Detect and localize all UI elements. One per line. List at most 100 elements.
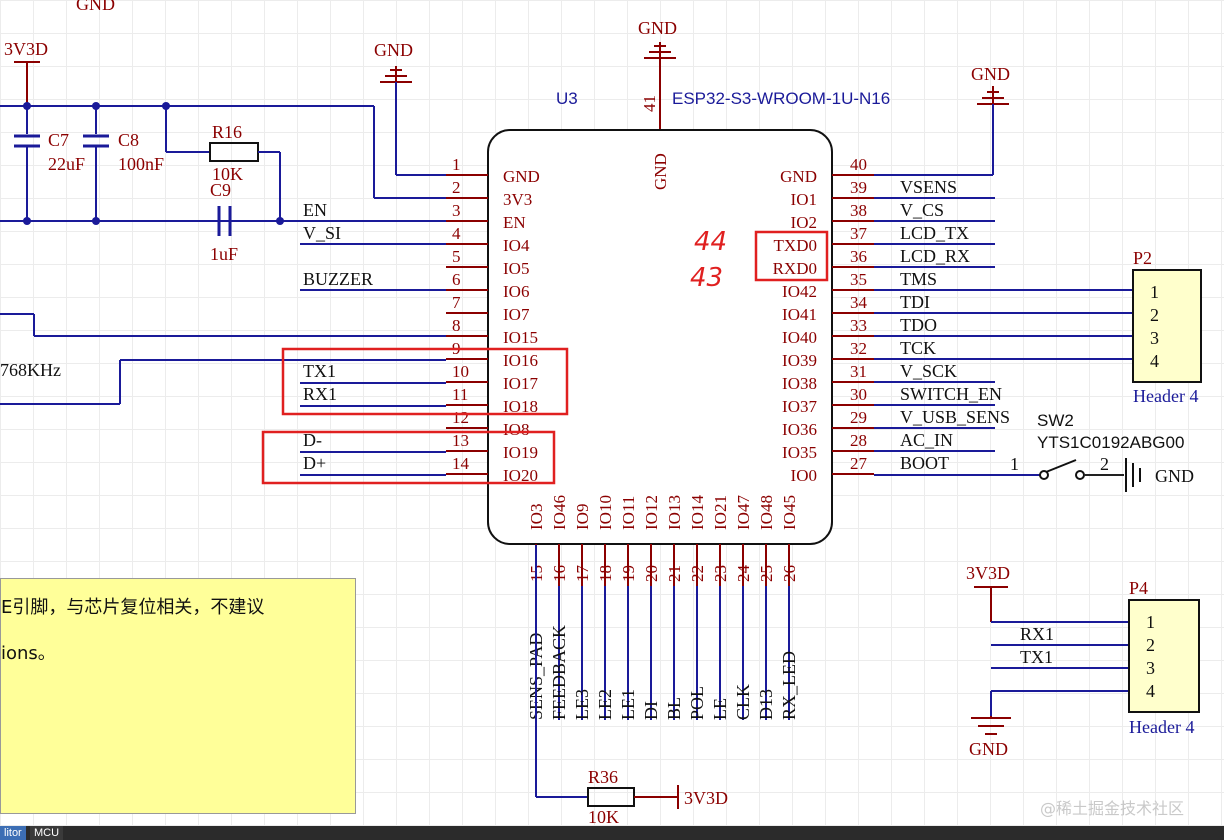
sw2-gnd-label: GND — [1155, 466, 1194, 486]
gnd-symbol-pin40 — [874, 86, 1009, 176]
p2-name: Header 4 — [1133, 386, 1198, 406]
p4-header-body[interactable] — [1128, 599, 1200, 713]
p2-pin-number: 4 — [1150, 351, 1159, 371]
left-pin-name: IO17 — [503, 374, 538, 393]
bottom-pin-name: IO13 — [665, 495, 684, 530]
bottom-pin-name: IO3 — [527, 504, 546, 530]
p4-name: Header 4 — [1129, 717, 1194, 737]
right-pin-number: 40 — [850, 155, 867, 174]
right-net-label: TDI — [900, 292, 930, 312]
vcc-label-r36: 3V3D — [684, 788, 728, 808]
r16-value: 10K — [212, 164, 243, 184]
gnd-symbol-pin1 — [380, 66, 446, 176]
left-net-label: EN — [303, 200, 327, 220]
bottom-net-label: POL — [687, 686, 707, 720]
right-pin-name: IO39 — [782, 351, 817, 370]
u3-bottom-pins: 15IO3SENS_PAD16IO46FEEDBACK17IO9LE318IO1… — [526, 495, 799, 720]
bottom-net-label: BL — [664, 697, 684, 720]
bottom-net-label: DI — [641, 701, 661, 720]
right-net-label: TMS — [900, 269, 937, 289]
bottom-pin-number: 25 — [757, 565, 776, 582]
right-net-label: V_USB_SENS — [900, 407, 1010, 427]
right-pin-number: 31 — [850, 362, 867, 381]
left-pin-name: IO16 — [503, 351, 538, 370]
right-pin-name: RXD0 — [773, 259, 817, 278]
switch-sw2[interactable] — [874, 458, 1141, 492]
right-net-label: V_CS — [900, 200, 944, 220]
c9-ref: C9 — [210, 180, 231, 200]
p4-pin-number: 1 — [1146, 612, 1155, 632]
highlight-box-uart0 — [754, 230, 829, 282]
bottom-net-label: LE1 — [618, 689, 638, 720]
left-pin-name: IO4 — [503, 236, 530, 255]
right-net-label: BOOT — [900, 453, 949, 473]
bottom-pin-number: 26 — [780, 565, 799, 582]
left-pin-name: IO19 — [503, 443, 538, 462]
gnd-symbol-p4 — [971, 716, 1011, 735]
right-net-label: AC_IN — [900, 430, 953, 450]
u3-right-pins: 40GND39IO1VSENS38IO2V_CS37TXD0LCD_TX36RX… — [773, 155, 1133, 485]
bottom-pin-name: IO12 — [642, 495, 661, 530]
tab-editor[interactable]: litor — [0, 826, 26, 840]
left-pin-number: 6 — [452, 270, 461, 289]
bottom-pin-name: IO48 — [757, 495, 776, 530]
bottom-pin-name: IO47 — [734, 495, 753, 530]
resistor-r36[interactable] — [535, 545, 679, 809]
left-net-label: BUZZER — [303, 269, 373, 289]
bottom-pin-name: IO46 — [550, 495, 569, 530]
bottom-pin-name: IO10 — [596, 495, 615, 530]
left-pin-number: 13 — [452, 431, 469, 450]
right-pin-number: 39 — [850, 178, 867, 197]
right-pin-number: 28 — [850, 431, 867, 450]
tab-mcu[interactable]: MCU — [30, 826, 64, 840]
left-net-label: D- — [303, 430, 322, 450]
right-pin-number: 37 — [850, 224, 868, 243]
note-box[interactable]: E引脚，与芯片复位相关，不建议 ions。 — [0, 578, 356, 814]
right-net-label: TDO — [900, 315, 937, 335]
right-pin-number: 29 — [850, 408, 867, 427]
p4-pin-number: 3 — [1146, 658, 1155, 678]
left-pin-name: IO18 — [503, 397, 538, 416]
left-pin-number: 2 — [452, 178, 461, 197]
left-pin-name: 3V3 — [503, 190, 532, 209]
highlight-box-tx1-rx1 — [281, 347, 569, 416]
right-pin-name: TXD0 — [774, 236, 817, 255]
left-pin-name: IO5 — [503, 259, 529, 278]
pin41-number: 41 — [640, 95, 659, 112]
right-pin-number: 27 — [850, 454, 868, 473]
left-pin-name: EN — [503, 213, 526, 232]
bottom-pin-name: IO14 — [688, 495, 707, 530]
right-pin-name: IO37 — [782, 397, 817, 416]
left-pin-name: GND — [503, 167, 540, 186]
left-net-label: D+ — [303, 453, 326, 473]
left-pin-number: 5 — [452, 247, 461, 266]
capacitor-c8[interactable] — [83, 106, 109, 221]
bottom-pin-name: IO21 — [711, 495, 730, 530]
note-line-2: ions。 — [1, 643, 56, 664]
r36-ref: R36 — [588, 767, 618, 787]
right-pin-name: IO0 — [791, 466, 817, 485]
bottom-net-label: CLK — [733, 684, 753, 720]
left-net-label: TX1 — [303, 361, 336, 381]
right-pin-number: 36 — [850, 247, 867, 266]
u3-left-pins: 1GND23V33ENEN4IO4V_SI5IO56IO6BUZZER7IO78… — [303, 155, 540, 485]
resistor-r16[interactable] — [165, 106, 281, 221]
capacitor-c9[interactable] — [217, 206, 232, 236]
bottom-net-label: RX_LED — [779, 651, 799, 720]
gnd-label-pin41: GND — [638, 18, 677, 38]
p2-header-body[interactable] — [1132, 269, 1202, 383]
capacitor-c7[interactable] — [14, 106, 40, 221]
vcc-label-p4: 3V3D — [966, 563, 1010, 583]
r16-ref: R16 — [212, 122, 242, 142]
right-net-label: V_SCK — [900, 361, 957, 381]
status-bar: litor MCU — [0, 826, 1224, 840]
annotation-43: 43 — [690, 263, 723, 293]
bottom-pin-number: 22 — [688, 565, 707, 582]
c8-ref: C8 — [118, 130, 139, 150]
p2-pin-number: 2 — [1150, 305, 1159, 325]
left-pin-number: 8 — [452, 316, 461, 335]
right-net-label: LCD_TX — [900, 223, 969, 243]
note-line-1: E引脚，与芯片复位相关，不建议 — [1, 597, 265, 618]
right-net-label: LCD_RX — [900, 246, 970, 266]
